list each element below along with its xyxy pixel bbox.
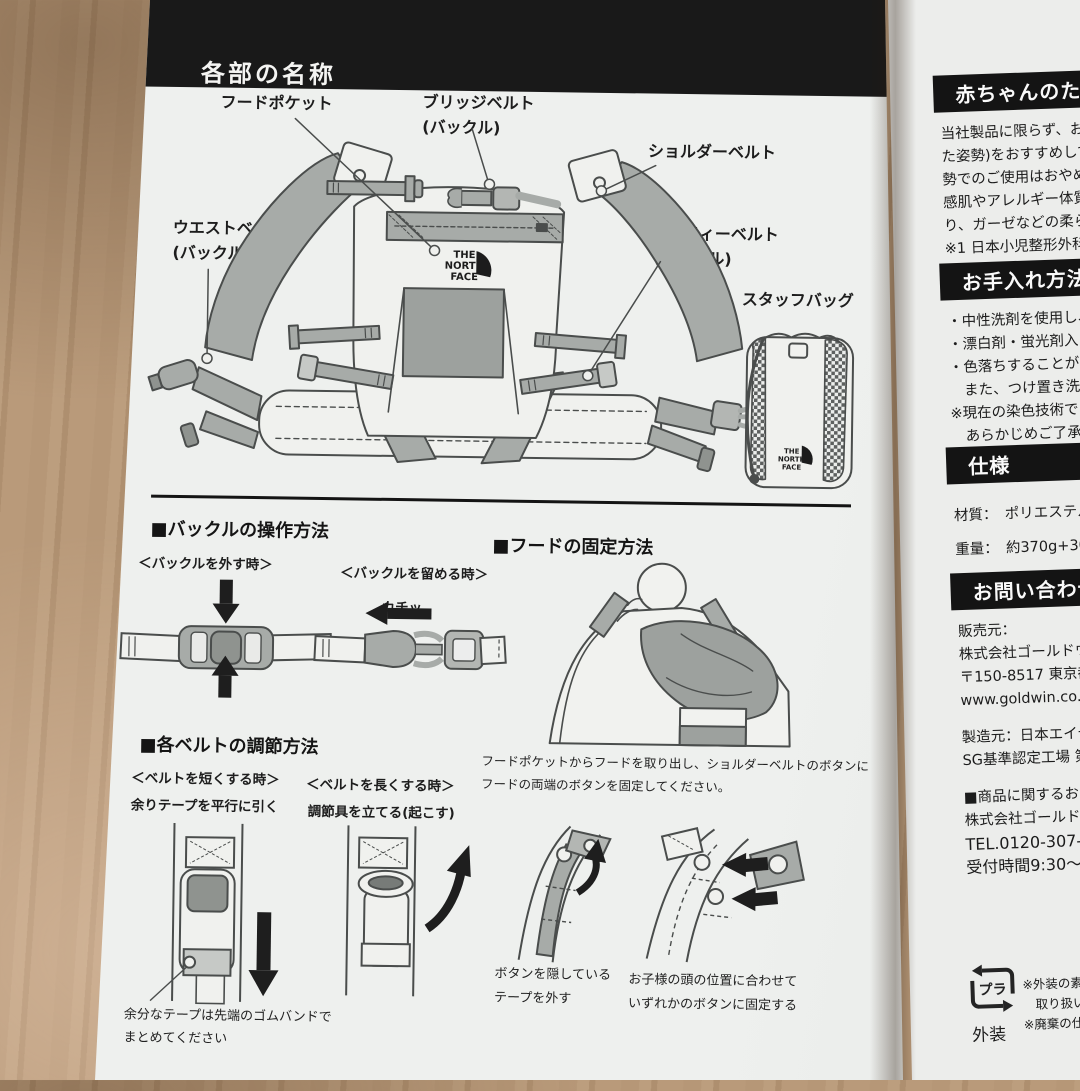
- hood-fixing-illustration: [548, 562, 791, 748]
- buckle-fasten-illustration: [313, 601, 507, 671]
- buckle-release-illustration: [119, 579, 333, 698]
- left-page-content: 各部の名称 フードポケット ブリッジベルト (バックル) ショルダーベルト ウエ…: [95, 0, 903, 1080]
- button-tape-illustration: [517, 825, 612, 963]
- button-position-illustration: [645, 827, 805, 963]
- button-caption-left-1: ボタンを隠している: [494, 966, 612, 984]
- tnf-halfdome-small-icon: [801, 445, 813, 465]
- belt-lengthen-label: ＜ベルトを長くする時＞: [305, 776, 455, 795]
- page-spine-shadow: [870, 0, 916, 1080]
- belt-lengthen-illustration: [345, 825, 471, 997]
- belt-shorten-label: ＜ベルトを短くする時＞: [131, 770, 280, 789]
- tnf-logo-face: FACE: [450, 272, 478, 283]
- belt-section-title: ■各ベルトの調節方法: [139, 734, 319, 758]
- tnf-logo-north: NORTH: [445, 261, 484, 273]
- buckle-section-title: ■バックルの操作方法: [150, 518, 330, 543]
- right-page-content: 赤ちゃんのため 当社製品に限らず、おんぶや た姿勢)をおすすめしており 勢でのご…: [924, 0, 1080, 1079]
- svg-text:THE: THE: [784, 447, 800, 455]
- tnf-logo-the: THE: [453, 250, 475, 261]
- belt-shorten-sub: 余りテープを平行に引く: [130, 797, 279, 816]
- contact-section-text: 販売元： 株式会社ゴールドウイン 〒150-8517 東京都渋 www.gold…: [957, 622, 1080, 878]
- tape-note-1: 余分なテープは先端のゴムバンドで: [123, 1007, 332, 1026]
- right-header-contact: お問い合わせ先: [950, 564, 1080, 611]
- belt-shorten-illustration: [149, 822, 279, 1005]
- hood-caption-2: フードの両端のボタンを固定してください。: [480, 776, 731, 795]
- specs-section-text: 材質： ポリエステル100% 重量： 約370g+30g (本: [953, 502, 1080, 559]
- footer-notes: ※外装の素材はポリ 取り扱いにご注意 ※廃棄の仕方/各地方: [1022, 973, 1080, 1033]
- tnf-halfdome-icon: [476, 251, 492, 278]
- belt-lengthen-sub: 調節具を立てる(起こす): [307, 803, 455, 822]
- tape-note-2: まとめてください: [123, 1030, 228, 1047]
- right-header-baby: 赤ちゃんのため: [932, 67, 1080, 113]
- button-caption-left-2: テープを外す: [493, 990, 572, 1007]
- care-section-text: ・中性洗剤を使用し、洗濯ネ ・漂白剤・蛍光剤入りの洗剤 ・色落ちすることがありま…: [946, 307, 1080, 445]
- pla-recycle-icon: プラ: [970, 964, 1015, 1012]
- right-header-contact-label: お問い合わせ先: [972, 575, 1080, 605]
- svg-text:プラ: プラ: [978, 982, 1007, 999]
- svg-text:NORTH: NORTH: [778, 455, 806, 463]
- baby-carrier-diagram: THE NORTH FACE: [147, 117, 855, 490]
- svg-text:FACE: FACE: [782, 463, 802, 471]
- stuff-bag-illustration: THE NORTH FACE: [744, 332, 855, 490]
- hood-section-title: ■フードの固定方法: [492, 535, 654, 559]
- right-header-care-label: お手入れ方法: [961, 266, 1080, 295]
- recycle-caption: 外装: [971, 1024, 1007, 1046]
- right-header-specs-label: 仕様: [967, 453, 1011, 479]
- button-caption-right-2: いずれかのボタンに固定する: [627, 996, 798, 1014]
- hood-caption-1: フードポケットからフードを取り出し、ショルダーベルトのボタンに: [481, 753, 869, 774]
- buckle-release-label: ＜バックルを外す時＞: [138, 555, 273, 574]
- button-caption-right-1: お子様の頭の位置に合わせて: [628, 972, 798, 990]
- right-header-baby-label: 赤ちゃんのため: [954, 77, 1080, 107]
